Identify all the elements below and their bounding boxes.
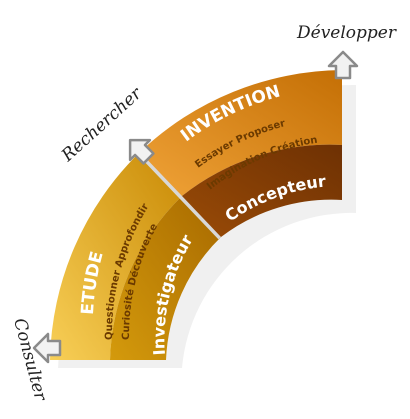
invention-role-band [182, 144, 342, 237]
arrow-up-icon [32, 332, 62, 364]
milestone-developper: Développer [296, 23, 397, 43]
etude-segment [50, 152, 182, 360]
segment-divider [137, 149, 224, 240]
invention-segment [140, 70, 342, 196]
arrow-up-icon [327, 50, 359, 80]
etude-role-band [110, 196, 221, 360]
arrow-up-icon [128, 138, 155, 165]
